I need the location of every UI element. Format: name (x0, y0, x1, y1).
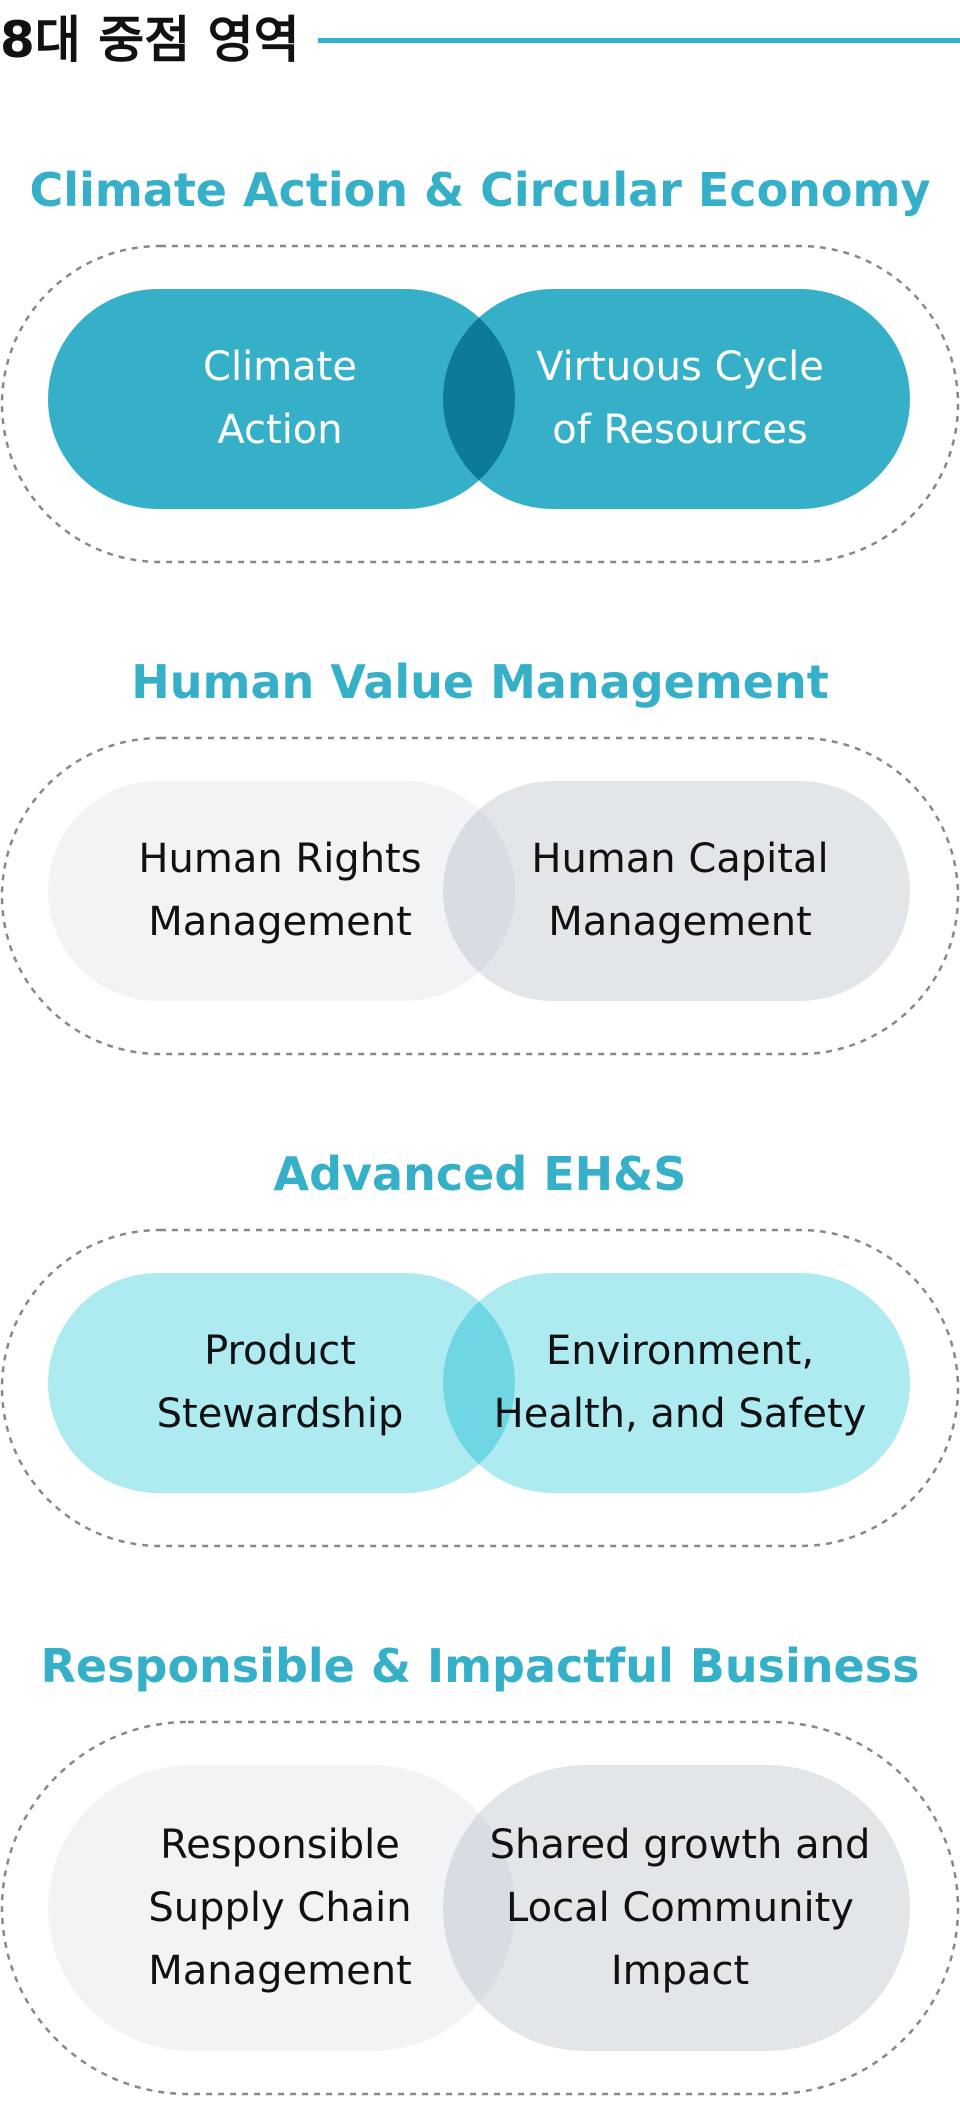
section-title: Responsible & Impactful Business (40, 1639, 920, 1693)
venn-svg (0, 1720, 960, 2096)
section-title: Advanced EH&S (273, 1147, 687, 1201)
right-pill (443, 289, 910, 509)
focus-area-climate: Climate Action & Circular Economy Climat… (0, 160, 960, 580)
venn-diagram: Product Stewardship Environment, Health,… (0, 1228, 960, 1548)
venn-diagram: Human Rights Management Human Capital Ma… (0, 736, 960, 1056)
venn-svg (0, 244, 960, 564)
focus-area-human-value: Human Value Management Human Rights Mana… (0, 652, 960, 1072)
outer-dashed-border (0, 1228, 960, 1548)
venn-diagram: Climate Action Virtuous Cycle of Resourc… (0, 244, 960, 564)
venn-svg (0, 1228, 960, 1548)
right-pill (443, 1765, 910, 2051)
header-divider-line (318, 38, 960, 43)
right-pill-label: Human Capital Management (531, 836, 829, 945)
left-pill (48, 1273, 515, 1493)
outer-dashed-border (0, 1720, 960, 2096)
left-pill (48, 781, 515, 1001)
right-pill (443, 781, 910, 1001)
focus-area-responsible-business: Responsible & Impactful Business Respons… (0, 1636, 960, 2114)
right-pill (443, 1273, 910, 1493)
focus-area-ehs: Advanced EH&S Product Stewardship Enviro… (0, 1144, 960, 1564)
outer-dashed-border (0, 736, 960, 1056)
right-pill-label: Virtuous Cycle of Resources (536, 344, 824, 453)
header-title: 8대 중점 영역 (0, 11, 300, 69)
section-title: Climate Action & Circular Economy (29, 163, 931, 217)
left-pill-label: Product Stewardship (156, 1328, 404, 1437)
left-pill-label: Responsible Supply Chain Management (148, 1822, 412, 1994)
left-pill-label: Human Rights Management (138, 836, 422, 945)
right-pill-label: Environment, Health, and Safety (493, 1328, 867, 1437)
left-pill (48, 1765, 515, 2051)
venn-diagram: Responsible Supply Chain Management Shar… (0, 1720, 960, 2096)
left-pill-label: Climate Action (203, 344, 357, 453)
venn-svg (0, 736, 960, 1056)
outer-dashed-border (0, 244, 960, 564)
right-pill-label: Shared growth and Local Community Impact (489, 1822, 871, 1994)
left-pill (48, 289, 515, 509)
section-title: Human Value Management (131, 655, 829, 709)
